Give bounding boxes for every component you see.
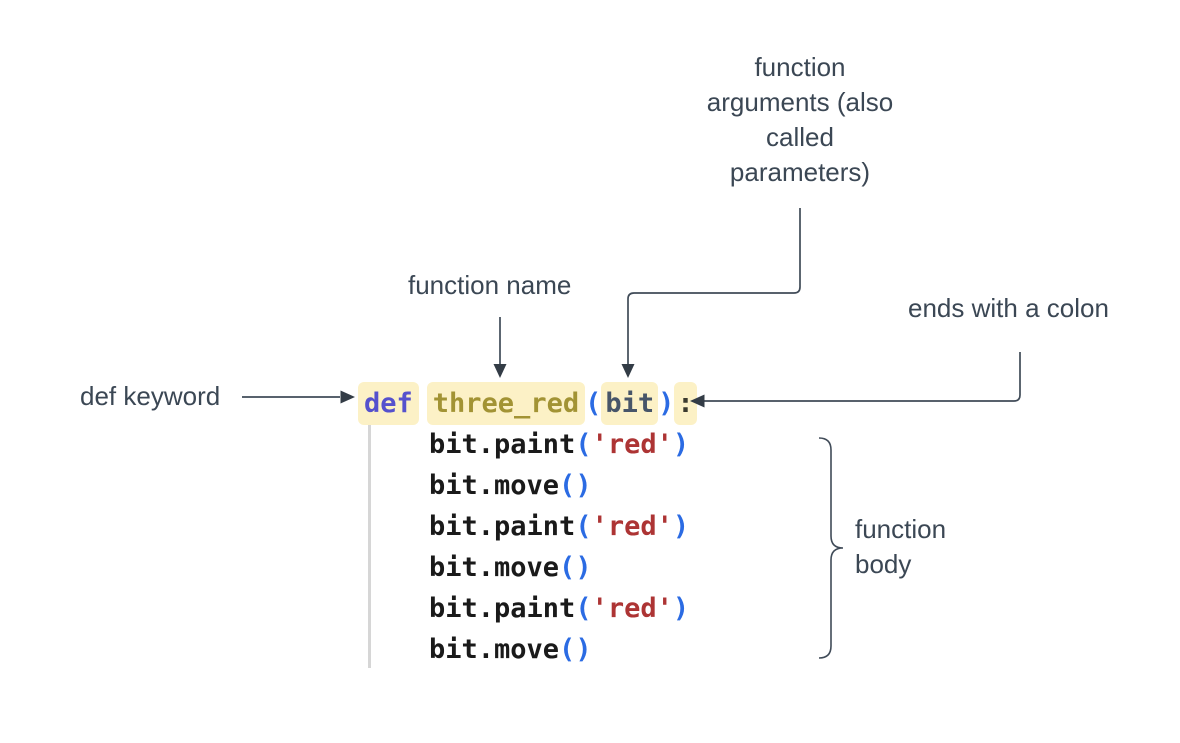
- indent-guide: [368, 422, 371, 668]
- code-line: bit.move(): [429, 547, 697, 588]
- string-token: 'red': [591, 593, 673, 624]
- call-token: bit.move: [429, 470, 560, 501]
- close-paren-token: ): [658, 388, 675, 419]
- call-token: bit.move: [429, 552, 560, 583]
- annotation-line: called: [766, 122, 834, 152]
- open-paren-token: (: [575, 511, 592, 542]
- function-name-token: three_red: [426, 382, 586, 425]
- annotation-line: body: [855, 549, 912, 579]
- call-token: bit.paint: [429, 511, 576, 542]
- open-paren-token: (: [559, 552, 576, 583]
- close-paren-token: ): [575, 634, 592, 665]
- code-line: bit.paint('red'): [429, 424, 697, 465]
- code-line: bit.move(): [429, 629, 697, 670]
- function-body-brace: [818, 437, 844, 659]
- annotation-ends-with-colon: ends with a colon: [908, 293, 1109, 323]
- code-line: bit.move(): [429, 465, 697, 506]
- arrowhead-down-icon: [621, 364, 635, 378]
- annotation-function-arguments: function arguments (also called paramete…: [620, 50, 980, 190]
- annotation-line: parameters): [729, 157, 871, 187]
- string-token: 'red': [591, 429, 673, 460]
- close-paren-token: ): [672, 511, 690, 542]
- close-paren-token: ): [575, 552, 592, 583]
- close-paren-token: ): [575, 470, 592, 501]
- code-line: bit.paint('red'): [429, 506, 697, 547]
- colon-token: :: [674, 382, 697, 425]
- annotation-line: function: [754, 52, 846, 82]
- call-token: bit.paint: [429, 429, 576, 460]
- annotation-function-body: function body: [855, 512, 946, 582]
- call-token: bit.move: [429, 634, 560, 665]
- arrowhead-right-icon: [340, 390, 355, 404]
- arrow-to-colon: [704, 352, 1021, 402]
- arrowhead-down-icon: [493, 364, 507, 378]
- close-paren-token: ): [672, 429, 690, 460]
- annotation-function-name: function name: [408, 270, 572, 300]
- annotation-def-keyword: def keyword: [80, 381, 221, 411]
- open-paren-token: (: [575, 593, 592, 624]
- open-paren-token: (: [575, 429, 592, 460]
- call-token: bit.paint: [429, 593, 576, 624]
- parameter-token: bit: [601, 382, 659, 425]
- keyword-def-token: def: [358, 382, 419, 425]
- annotation-line: function: [855, 514, 947, 544]
- arrow-to-parameter: [627, 208, 801, 365]
- code-block: def three_red ( bit ) : bit.paint('red')…: [358, 382, 697, 670]
- open-paren-token: (: [585, 388, 602, 419]
- string-token: 'red': [591, 511, 673, 542]
- code-body: bit.paint('red') bit.move() bit.paint('r…: [429, 424, 697, 670]
- close-paren-token: ): [672, 593, 690, 624]
- annotation-line: arguments (also: [706, 87, 894, 117]
- code-line: bit.paint('red'): [429, 588, 697, 629]
- open-paren-token: (: [559, 470, 576, 501]
- code-line-def: def three_red ( bit ) :: [358, 382, 697, 425]
- open-paren-token: (: [559, 634, 576, 665]
